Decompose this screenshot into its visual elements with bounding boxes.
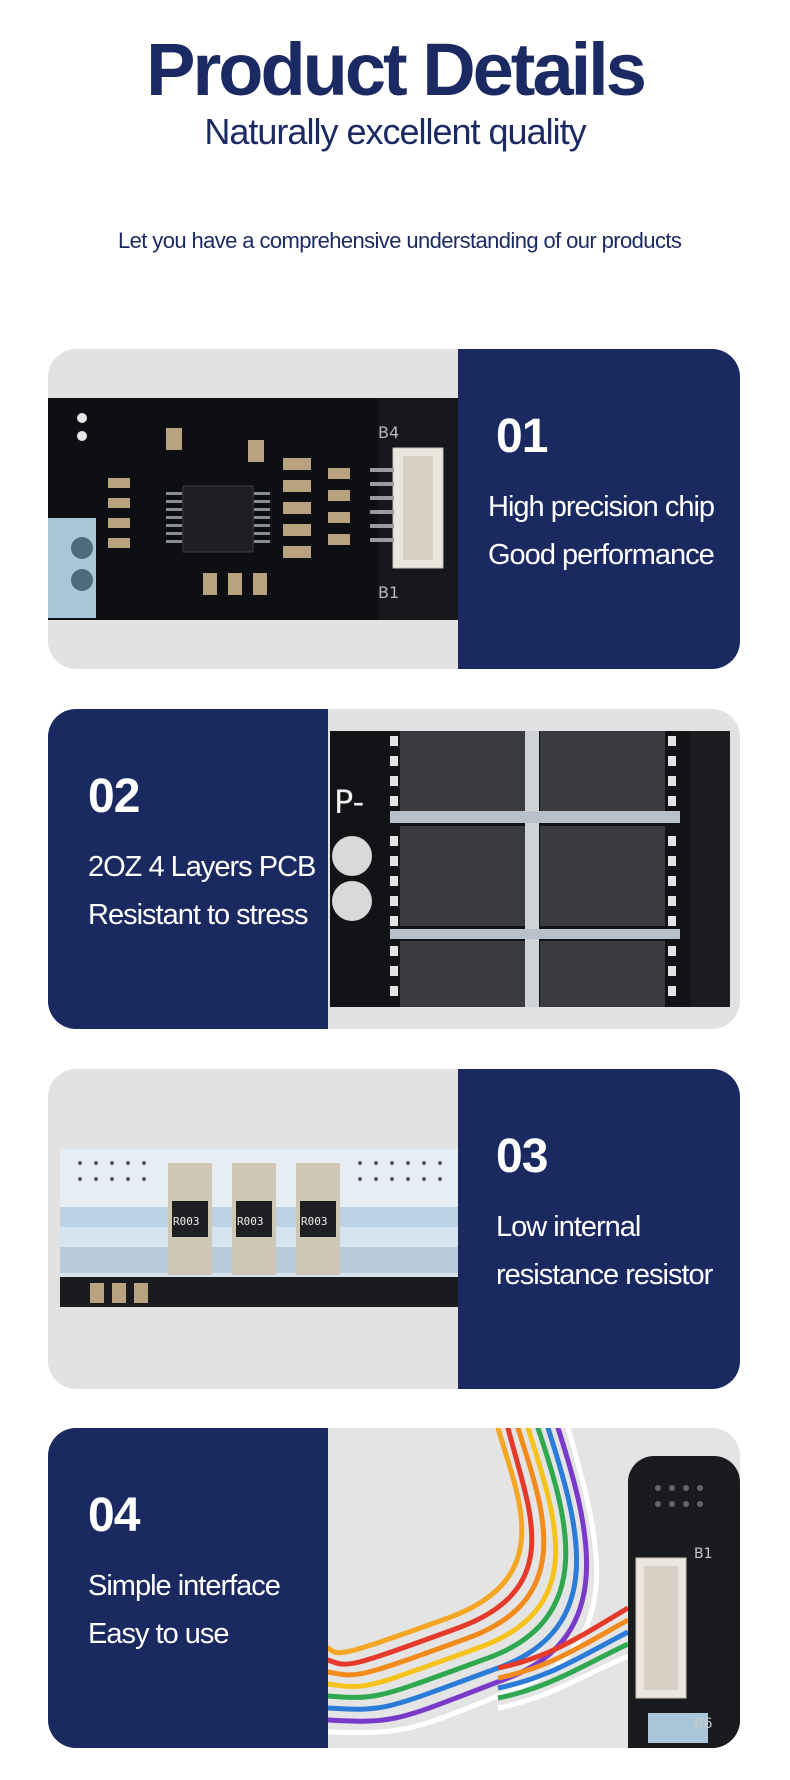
feature-number: 01 bbox=[496, 410, 548, 463]
pcb-chip-board-photo: B4 B1 bbox=[48, 398, 458, 620]
b4-marking: B4 bbox=[378, 423, 399, 442]
resistor-code: R003 bbox=[173, 1215, 200, 1228]
feature-panel-04: 04 Simple interface Easy to use bbox=[48, 1428, 328, 1748]
feature-line-2: resistance resistor bbox=[496, 1259, 713, 1291]
feature-card-02: P- 02 2OZ 4 Layers PCB Resistant to stre… bbox=[48, 709, 740, 1029]
b1-marking: B1 bbox=[694, 1546, 713, 1562]
feature-card-04: B1 B6 04 Simple interface Easy to use bbox=[48, 1428, 740, 1748]
feature-card-01: B4 B1 01 High precision chip Good perfor… bbox=[48, 349, 740, 669]
feature-card-03: R003 R003 R003 03 Low internal resistanc… bbox=[48, 1069, 740, 1389]
p-minus-marking: P- bbox=[334, 783, 364, 821]
resistor-code: R003 bbox=[237, 1215, 264, 1228]
feature-line-2: Easy to use bbox=[88, 1618, 230, 1650]
mosfet-pcb-photo: P- bbox=[330, 731, 730, 1007]
feature-line-1: Simple interface bbox=[88, 1570, 281, 1602]
b6-marking: B6 bbox=[694, 1716, 713, 1732]
b1-marking: B1 bbox=[378, 583, 399, 602]
feature-line-2: Good performance bbox=[488, 539, 715, 571]
feature-number: 02 bbox=[88, 770, 140, 823]
feature-panel-03: 03 Low internal resistance resistor bbox=[458, 1069, 740, 1389]
feature-number: 03 bbox=[496, 1130, 548, 1183]
feature-line-1: Low internal bbox=[496, 1211, 641, 1243]
feature-number: 04 bbox=[88, 1489, 140, 1542]
page-title: Product Details bbox=[146, 28, 647, 111]
feature-panel-01: 01 High precision chip Good performance bbox=[458, 349, 740, 669]
page-subtitle: Naturally excellent quality bbox=[204, 111, 586, 152]
feature-line-1: High precision chip bbox=[488, 491, 715, 523]
intro-text: Let you have a comprehensive understandi… bbox=[118, 228, 682, 253]
shunt-resistor-photo: R003 R003 R003 bbox=[60, 1149, 460, 1307]
feature-line-1: 2OZ 4 Layers PCB bbox=[88, 851, 316, 883]
wire-harness-connector-photo: B1 B6 bbox=[328, 1428, 740, 1748]
feature-line-2: Resistant to stress bbox=[88, 899, 309, 931]
resistor-code: R003 bbox=[301, 1215, 328, 1228]
feature-panel-02: 02 2OZ 4 Layers PCB Resistant to stress bbox=[48, 709, 328, 1029]
